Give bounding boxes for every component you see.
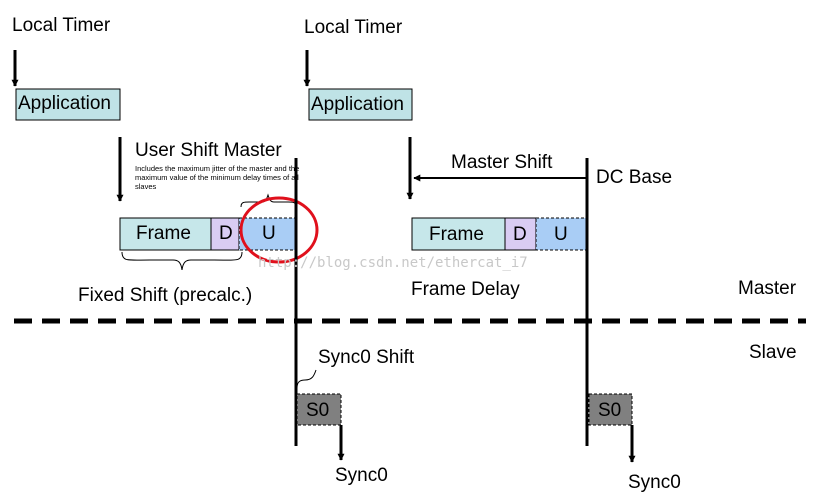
fixed-shift-brace [121, 251, 243, 271]
left-d-box [210, 217, 240, 251]
left-sync0-label: Sync0 [335, 465, 388, 486]
frame-delay-label: Frame Delay [411, 279, 520, 300]
user-shift-note: Includes the maximum jitter of the maste… [135, 164, 300, 191]
watermark: http://blog.csdn.net/ethercat_i7 [258, 255, 528, 271]
right-d-label: D [513, 224, 527, 245]
fixed-shift-label: Fixed Shift (precalc.) [78, 285, 253, 306]
master-label: Master [738, 278, 797, 299]
left-local-timer-label: Local Timer [12, 15, 111, 36]
user-shift-brace [240, 193, 297, 208]
user-shift-master-label: User Shift Master [135, 140, 282, 161]
left-frame-label: Frame [136, 223, 191, 244]
right-application-label: Application [311, 94, 404, 115]
right-u-label: U [554, 224, 568, 245]
left-s0-box [296, 393, 342, 426]
sync0-shift-label: Sync0 Shift [318, 347, 415, 368]
right-sync0-label: Sync0 [628, 472, 681, 493]
left-u-label: U [262, 223, 276, 244]
right-application-box [308, 88, 413, 121]
left-application-box [15, 88, 121, 121]
right-frame-label: Frame [429, 224, 484, 245]
right-local-timer-label: Local Timer [304, 17, 403, 38]
slave-label: Slave [749, 342, 797, 363]
right-d-box [504, 217, 537, 251]
sync0-shift-brace [296, 369, 317, 389]
dc-base-label: DC Base [596, 167, 673, 188]
highlight-circle [239, 196, 319, 264]
right-s0-box [588, 393, 633, 426]
left-u-box [238, 217, 296, 251]
left-s0-label: S0 [306, 400, 330, 421]
right-s0-label: S0 [598, 400, 622, 421]
master-shift-label: Master Shift [451, 152, 553, 173]
left-d-label: D [219, 223, 233, 244]
left-application-label: Application [18, 93, 111, 114]
right-frame-box [411, 217, 506, 251]
left-frame-box [119, 217, 212, 251]
